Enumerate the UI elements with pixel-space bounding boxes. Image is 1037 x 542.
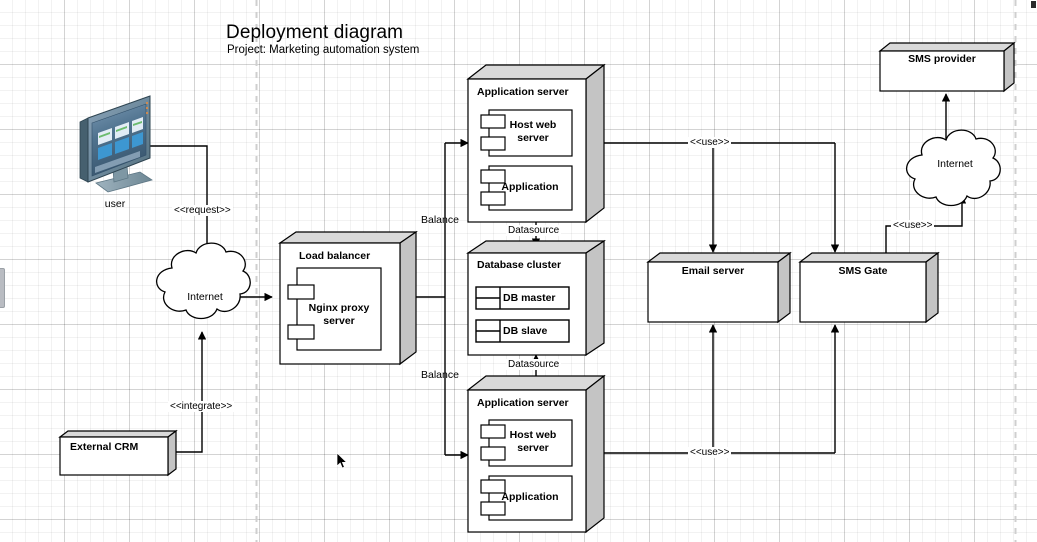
node-email-server[interactable]: [646, 251, 792, 324]
component-application-top[interactable]: [480, 165, 573, 211]
mouse-cursor: [336, 452, 348, 469]
node-app-server-bottom[interactable]: [466, 374, 606, 534]
node-sms-provider[interactable]: [878, 41, 1016, 93]
edge-user-to-internet: [148, 145, 212, 263]
edge-label-balance-top: Balance: [421, 214, 459, 226]
edge-label-integrate: <<integrate>>: [168, 401, 235, 412]
component-db-slave[interactable]: [475, 319, 570, 343]
sms-gate-title: SMS Gate: [838, 265, 888, 277]
edge-label-request: <<request>>: [172, 205, 233, 216]
node-external-crm[interactable]: [58, 429, 178, 477]
sms-provider-title: SMS provider: [908, 53, 976, 65]
application-top-label: Application: [501, 181, 559, 193]
nginx-proxy-server-label: Nginx proxy server: [308, 302, 370, 327]
db-slave-label: DB slave: [503, 325, 548, 337]
host-web-server-top-label: Host web server: [509, 119, 557, 144]
component-host-web-server-top[interactable]: [480, 109, 573, 157]
node-sms-gate[interactable]: [798, 251, 940, 324]
edge-crm-to-internet: [170, 331, 207, 453]
left-scroll-artifact[interactable]: [0, 268, 5, 308]
node-database-cluster[interactable]: [466, 239, 606, 357]
monitor-icon[interactable]: [79, 95, 153, 193]
node-load-balancer[interactable]: [278, 230, 418, 366]
edge-label-datasource-top: Datasource: [506, 225, 562, 236]
load-balancer-title: Load balancer: [299, 250, 371, 262]
node-app-server-top[interactable]: [466, 63, 606, 224]
corner-mark: [1031, 1, 1036, 8]
db-master-label: DB master: [503, 292, 556, 304]
internet-cloud-right-label: Internet: [937, 158, 973, 170]
internet-cloud-right[interactable]: [906, 129, 1001, 207]
edge-label-datasource-bottom: Datasource: [506, 359, 562, 370]
app-server-bottom-title: Application server: [477, 397, 569, 409]
component-nginx-proxy-server[interactable]: [287, 267, 382, 351]
page-title: Deployment diagram: [226, 22, 404, 43]
external-crm-title: External CRM: [70, 441, 139, 453]
host-web-server-bottom-label: Host web server: [509, 429, 557, 454]
application-bottom-label: Application: [501, 491, 559, 503]
edge-label-use-smsgate: <<use>>: [891, 220, 935, 231]
email-server-title: Email server: [681, 265, 745, 277]
database-cluster-title: Database cluster: [477, 259, 562, 271]
edge-label-use-top: <<use>>: [688, 137, 732, 148]
edge-label-balance-bottom: Balance: [421, 369, 459, 381]
page-subtitle: Project: Marketing automation system: [227, 44, 420, 56]
user-label: user: [104, 198, 126, 210]
component-db-master[interactable]: [475, 286, 570, 310]
component-application-bottom[interactable]: [480, 475, 573, 521]
edge-label-use-bottom: <<use>>: [688, 447, 732, 458]
internet-cloud-left-label: Internet: [187, 291, 223, 303]
component-host-web-server-bottom[interactable]: [480, 419, 573, 467]
app-server-top-title: Application server: [477, 86, 569, 98]
internet-cloud-left[interactable]: [156, 242, 251, 320]
